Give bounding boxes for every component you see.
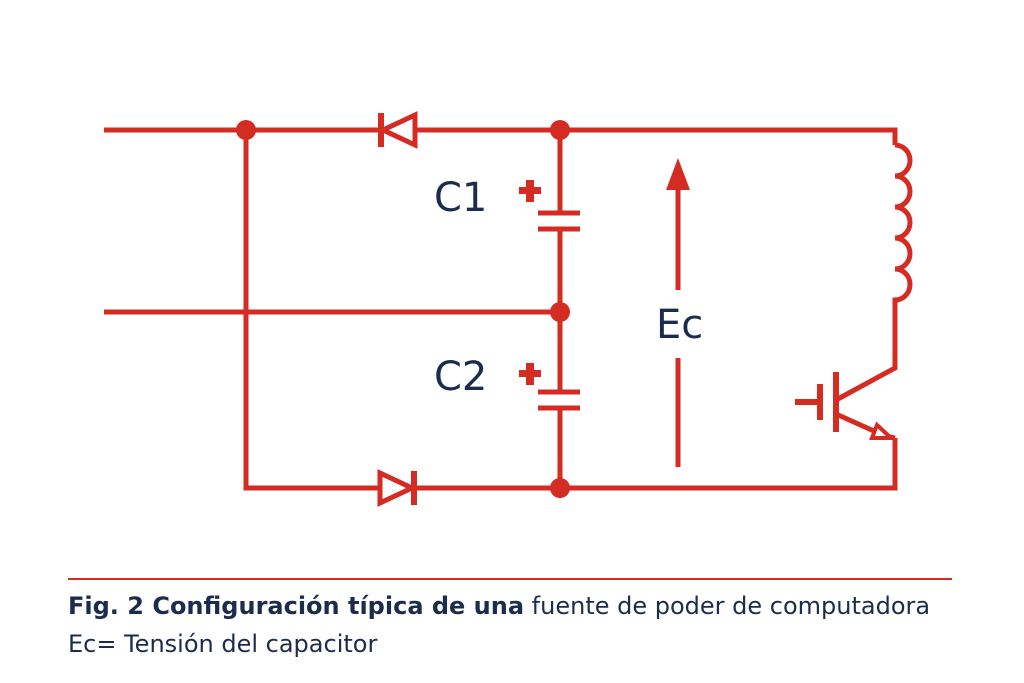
label-ec: Ec <box>656 302 703 348</box>
inductor <box>834 142 913 403</box>
top-wire <box>104 127 898 145</box>
capacitor-c2 <box>538 389 580 411</box>
diode-bottom <box>377 469 418 507</box>
diode-top <box>377 111 418 149</box>
junction-dot <box>550 120 570 140</box>
bottom-wire <box>243 130 898 491</box>
junction-dot <box>236 120 256 140</box>
label-c2: C2 <box>434 354 487 400</box>
caption-line-2: Ec= Tensión del capacitor <box>68 630 378 658</box>
ec-arrow-head <box>666 158 690 190</box>
caption-bold: Fig. 2 Configuración típica de una <box>68 592 525 620</box>
plus-icon-c2 <box>519 363 541 385</box>
caption-normal: fuente de poder de computadora <box>524 592 931 620</box>
label-c1: C1 <box>434 175 487 221</box>
junction-dot <box>550 302 570 322</box>
capacitor-c1 <box>538 210 580 232</box>
plus-icon-c1 <box>519 180 541 202</box>
junction-dot <box>550 478 570 498</box>
caption-line-1: Fig. 2 Configuración típica de una fuent… <box>68 592 930 620</box>
igbt-transistor <box>795 372 897 441</box>
